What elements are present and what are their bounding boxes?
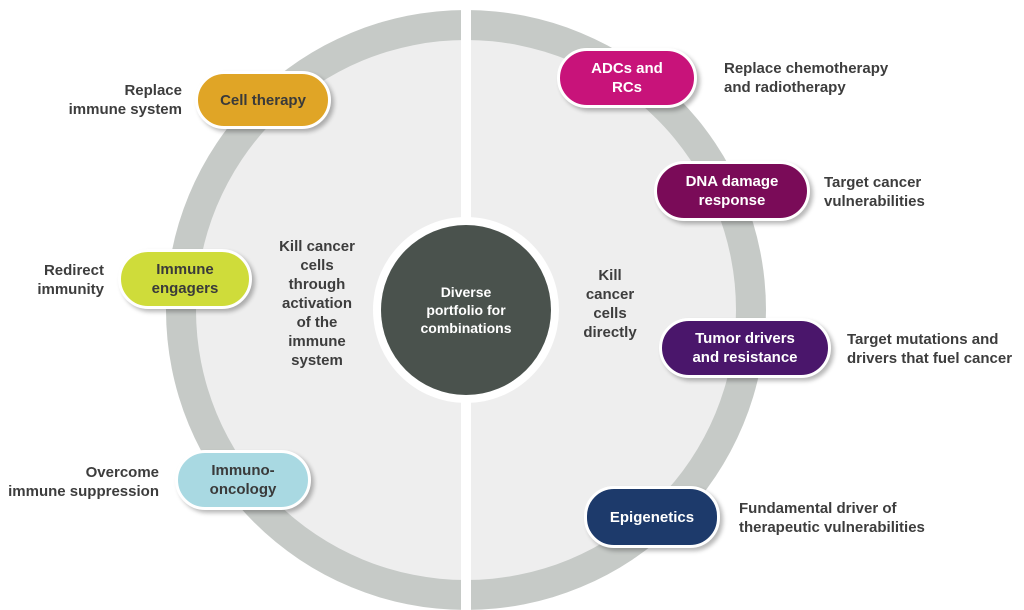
immune-engagers-pill: Immune engagers: [118, 249, 252, 309]
adcs-rcs-description: Replace chemotherapy and radiotherapy: [724, 60, 889, 96]
center-label: Diverse portfolio for combinations: [420, 284, 512, 336]
dna-damage-response-pill: DNA damage response: [654, 161, 810, 221]
immune-half-caption: Kill cancer cells through activation of …: [279, 238, 355, 369]
tumor-drivers-pill: Tumor drivers and resistance: [659, 318, 831, 378]
adcs-rcs-pill: ADCs and RCs: [557, 48, 697, 108]
dna-damage-response-description: Target cancer vulnerabilities: [824, 174, 925, 210]
cell-therapy-description: Replace immune system: [68, 82, 182, 118]
immuno-oncology-pill: Immuno- oncology: [175, 450, 311, 510]
immuno-oncology-description: Overcome immune suppression: [8, 464, 159, 500]
epigenetics-pill: Epigenetics: [584, 486, 720, 548]
direct-half-caption: Kill cancer cells directly: [583, 267, 637, 341]
immune-engagers-description: Redirect immunity: [37, 262, 104, 298]
epigenetics-description: Fundamental driver of therapeutic vulner…: [739, 500, 925, 536]
tumor-drivers-description: Target mutations and drivers that fuel c…: [847, 331, 1013, 367]
center-circle: Diverse portfolio for combinations: [381, 225, 551, 395]
cell-therapy-pill: Cell therapy: [195, 71, 331, 129]
